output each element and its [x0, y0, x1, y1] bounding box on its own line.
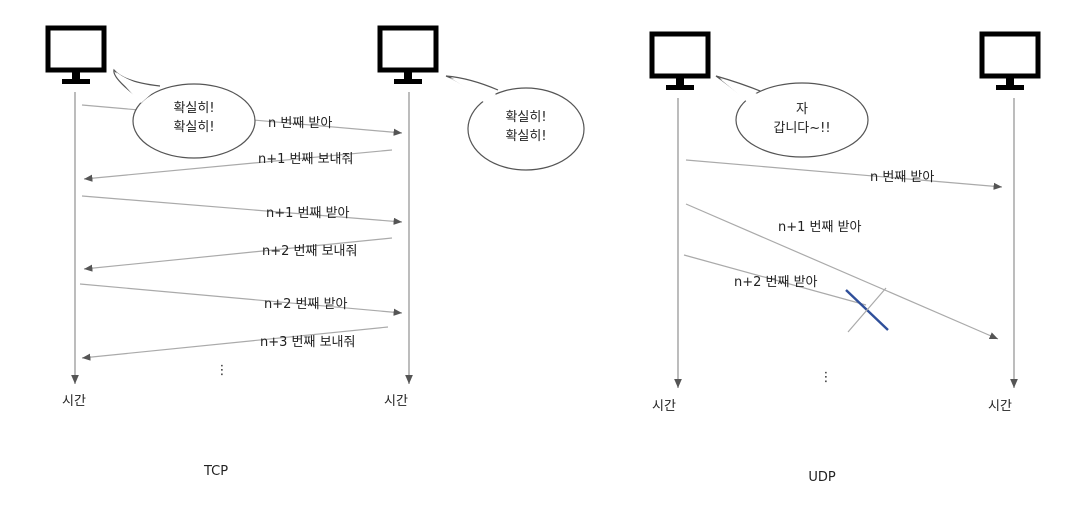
message-arrow: [81, 195, 403, 225]
speech-bubble-right: 확실히! 확실히!: [445, 75, 585, 171]
monitor-icon: [377, 25, 439, 84]
udp-caption: UDP: [808, 470, 836, 485]
bubble-text-line: 확실히!: [505, 110, 546, 125]
message-arrow: [685, 159, 1003, 190]
message-label: n+1 번째 보내줘: [258, 152, 353, 167]
message-label: n+2 번째 받아: [734, 275, 818, 290]
time-label-right: 시간: [988, 399, 1012, 414]
bubble-text-line: 자: [796, 102, 808, 117]
lost-packet-cross-icon: [845, 287, 889, 333]
speech-bubble: 자 갑니다~!!: [715, 75, 869, 158]
message-arrow: [79, 283, 403, 316]
message-label: n+3 번째 보내줘: [260, 335, 355, 350]
message-arrow: [83, 149, 393, 182]
bubble-text-line: 확실히!: [505, 129, 546, 144]
message-label: n 번째 받아: [268, 116, 332, 131]
message-label: n+1 번째 받아: [778, 220, 862, 235]
speech-bubble-left: 확실히! 확실히!: [113, 68, 256, 159]
udp-section: 자 갑니다~!! n 번째 받아 n+1 번째 받아 n+2 번째 받아 ⋮ 시…: [649, 31, 1041, 485]
message-label: n+2 번째 받아: [264, 297, 348, 312]
message-arrow: [685, 203, 999, 340]
message-arrow: [83, 237, 393, 272]
message-arrow: [81, 326, 389, 361]
message-label: n+2 번째 보내줘: [262, 244, 357, 259]
monitor-icon: [979, 31, 1041, 90]
monitor-icon: [45, 25, 107, 84]
tcp-caption: TCP: [203, 464, 228, 479]
time-label-left: 시간: [62, 394, 86, 409]
time-label-left: 시간: [652, 399, 676, 414]
bubble-text-line: 확실히!: [173, 120, 214, 135]
bubble-text-line: 확실히!: [173, 101, 214, 116]
tcp-section: 확실히! 확실히! 확실히! 확실히! n 번째 받아 n+1 번째 보내줘 n…: [45, 25, 585, 479]
message-label: n+1 번째 받아: [266, 206, 350, 221]
message-arrow-lost: [683, 254, 867, 306]
bubble-text-line: 갑니다~!!: [773, 121, 830, 136]
monitor-icon: [649, 31, 711, 90]
ellipsis: ⋮: [216, 363, 229, 378]
ellipsis: ⋮: [820, 370, 833, 385]
message-label: n 번째 받아: [870, 170, 934, 185]
time-label-right: 시간: [384, 394, 408, 409]
